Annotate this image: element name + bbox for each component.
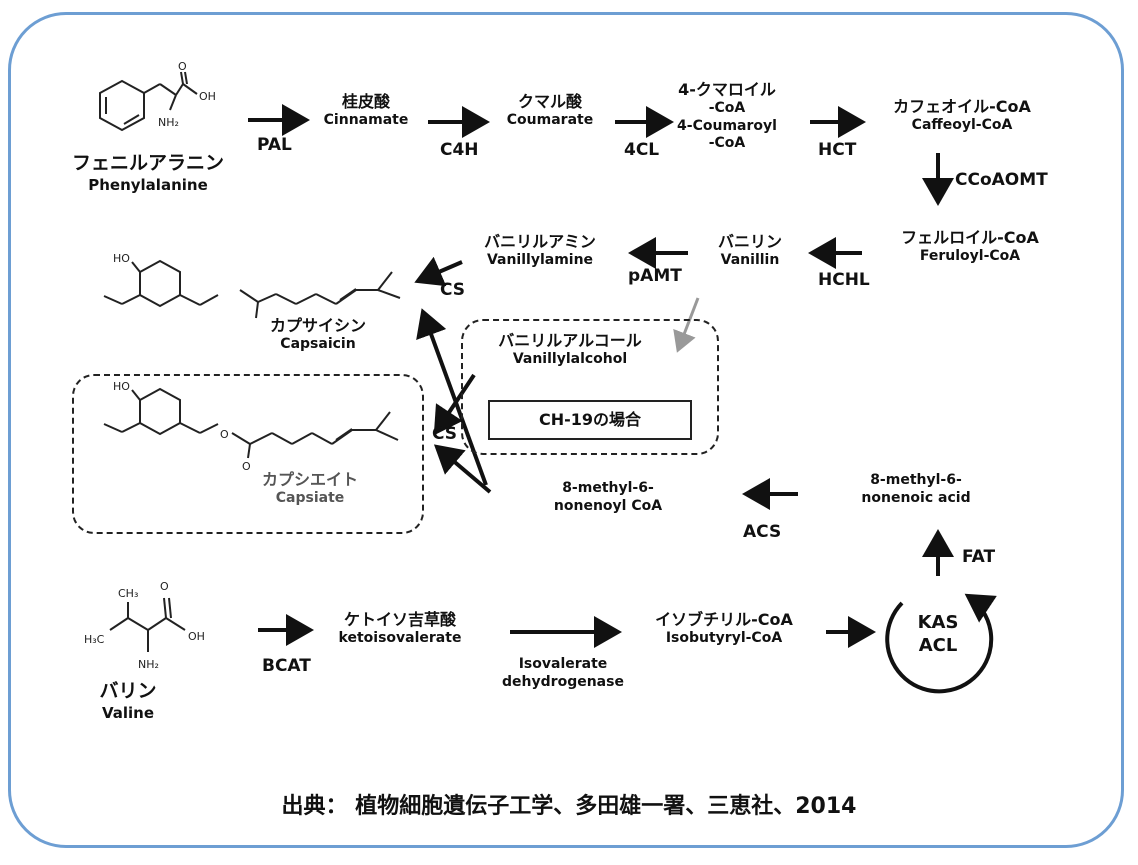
enzyme-pamt: pAMT: [628, 266, 682, 286]
phe-nh2-label: NH₂: [158, 116, 179, 129]
arrow-vanillin-gray: [673, 297, 700, 353]
capsiate-o-label: O: [220, 428, 229, 441]
enzyme-fat: FAT: [962, 547, 996, 567]
capsiate-jp: カプシエイト: [261, 470, 359, 489]
coumaroyl-en1: 4-Coumaroyl: [677, 117, 777, 134]
enzyme-ccoaomt: CCoAOMT: [955, 170, 1048, 190]
rounded-frame: [8, 12, 1124, 848]
capsaicin-label: カプサイシン Capsaicin: [270, 316, 366, 354]
valine-o-label: O: [160, 580, 169, 593]
cinnamate-jp: 桂皮酸: [341, 92, 390, 111]
enzyme-acs: ACS: [743, 522, 782, 542]
enzyme-4cl: 4CL: [624, 140, 660, 160]
capsiate-carbonyl-o: O: [242, 460, 251, 473]
caffeoyl-en: Caffeoyl-CoA: [911, 117, 1013, 133]
vanillylalcohol-dashed-box: [461, 319, 719, 455]
cinnamate-label: 桂皮酸 Cinnamate: [324, 92, 409, 130]
coumaroyl-coa-label: 4-クマロイル -CoA 4-Coumaroyl -CoA: [677, 80, 777, 153]
vanillylalcohol-en: Vanillylalcohol: [512, 351, 628, 367]
coumaroyl-jp2: -CoA: [708, 100, 746, 116]
coumarate-jp: クマル酸: [517, 92, 582, 111]
cinnamate-en: Cinnamate: [323, 112, 409, 128]
enzyme-cs-2: CS: [432, 424, 458, 444]
nonenoyl-line2: nonenoyl CoA: [553, 497, 663, 514]
coumaroyl-en2: -CoA: [708, 135, 746, 151]
valine-en: Valine: [101, 703, 155, 722]
ketoisovalerate-jp: ケトイソ吉草酸: [343, 610, 456, 629]
ch19-note-box: CH-19の場合: [488, 400, 692, 440]
vanillin-jp: バニリン: [717, 232, 783, 251]
isobutyryl-jp: イソブチリル-CoA: [655, 610, 793, 629]
coumarate-en: Coumarate: [506, 112, 594, 128]
valine-jp: バリン: [99, 680, 157, 702]
acl-line: ACL: [918, 634, 958, 656]
capsaicin-en: Capsaicin: [280, 336, 356, 352]
kas-acl-label: KAS ACL: [918, 612, 959, 657]
valine-label: バリン Valine: [99, 680, 156, 723]
vanillylalcohol-jp: バニリルアルコール: [498, 331, 642, 350]
capsaicin-jp: カプサイシン: [269, 316, 367, 335]
coumaroyl-jp1: 4-クマロイル: [678, 80, 776, 99]
valine-structure: [109, 597, 186, 652]
ketoisovalerate-label: ケトイソ吉草酸 ketoisovalerate: [339, 610, 462, 648]
caffeoyl-coa-label: カフェオイル-CoA Caffeoyl-CoA: [893, 97, 1031, 135]
ivd-line1: Isovalerate: [518, 656, 608, 672]
isobutyryl-coa-label: イソブチリル-CoA Isobutyryl-CoA: [655, 610, 793, 648]
nonenoic-line1: 8-methyl-6-: [870, 472, 962, 488]
enzyme-hchl: HCHL: [818, 270, 870, 290]
enzyme-bcat: BCAT: [262, 656, 311, 676]
kas-line: KAS: [917, 612, 959, 633]
arrow-cs-to-capsiate: [433, 444, 492, 494]
capsaicin-ho-label: HO: [113, 252, 130, 265]
nonenoic-acid-label: 8-methyl-6- nonenoic acid: [861, 472, 970, 507]
phenylalanine-en: Phenylalanine: [88, 175, 208, 194]
capsaicin-structure: [103, 259, 401, 319]
arrow-cs1: [414, 256, 463, 287]
caffeoyl-jp: カフェオイル-CoA: [893, 97, 1031, 116]
vanillin-label: バニリン Vanillin: [718, 232, 782, 270]
ketoisovalerate-en: ketoisovalerate: [338, 630, 462, 646]
phenylalanine-structure: [99, 71, 198, 132]
capsiate-dashed-box: [72, 374, 424, 534]
capsiate-structure: [103, 387, 399, 459]
enzyme-hct: HCT: [818, 140, 857, 160]
nonenoic-line2: nonenoic acid: [861, 489, 971, 506]
coumarate-label: クマル酸 Coumarate: [507, 92, 593, 130]
enzyme-pal: PAL: [257, 135, 292, 155]
kas-acl-cycle: [885, 593, 997, 694]
vanillylamine-label: バニリルアミン Vanillylamine: [484, 232, 596, 270]
feruloyl-jp: フェルロイル-CoA: [901, 228, 1039, 247]
feruloyl-coa-label: フェルロイル-CoA Feruloyl-CoA: [901, 228, 1039, 266]
enzyme-isovalerate-dehydrogenase: Isovalerate dehydrogenase: [502, 656, 624, 691]
vanillylamine-jp: バニリルアミン: [484, 232, 596, 251]
ivd-line2: dehydrogenase: [502, 673, 624, 690]
arrow-cs2: [433, 373, 476, 436]
enzyme-cs-1: CS: [440, 280, 466, 300]
phe-oh-label: OH: [199, 90, 216, 103]
phenylalanine-label: フェニルアラニン Phenylalanine: [72, 152, 224, 195]
vanillylamine-en: Vanillylamine: [486, 252, 594, 268]
valine-nh2-label: NH₂: [138, 658, 159, 671]
arrow-cs-to-capsaicin: [416, 308, 488, 486]
capsiate-en: Capsiate: [275, 490, 345, 506]
nonenoyl-coa-label: 8-methyl-6- nonenoyl CoA: [554, 480, 662, 515]
phe-o-label: O: [178, 60, 187, 73]
capsiate-label: カプシエイト Capsiate: [262, 470, 358, 508]
vanillylalcohol-label: バニリルアルコール Vanillylalcohol: [498, 331, 642, 369]
isobutyryl-en: Isobutyryl-CoA: [665, 630, 783, 646]
feruloyl-en: Feruloyl-CoA: [919, 248, 1021, 264]
valine-oh-label: OH: [188, 630, 205, 643]
enzyme-c4h: C4H: [440, 140, 479, 160]
source-citation: 出典： 植物細胞遺伝子工学、多田雄一署、三恵社、2014: [281, 794, 857, 819]
valine-h3c-label: H₃C: [84, 633, 105, 646]
phenylalanine-jp: フェニルアラニン: [71, 152, 225, 174]
capsiate-ho-label: HO: [113, 380, 130, 393]
nonenoyl-line1: 8-methyl-6-: [562, 480, 654, 496]
valine-ch3-label: CH₃: [118, 587, 138, 600]
vanillin-en: Vanillin: [720, 252, 780, 268]
